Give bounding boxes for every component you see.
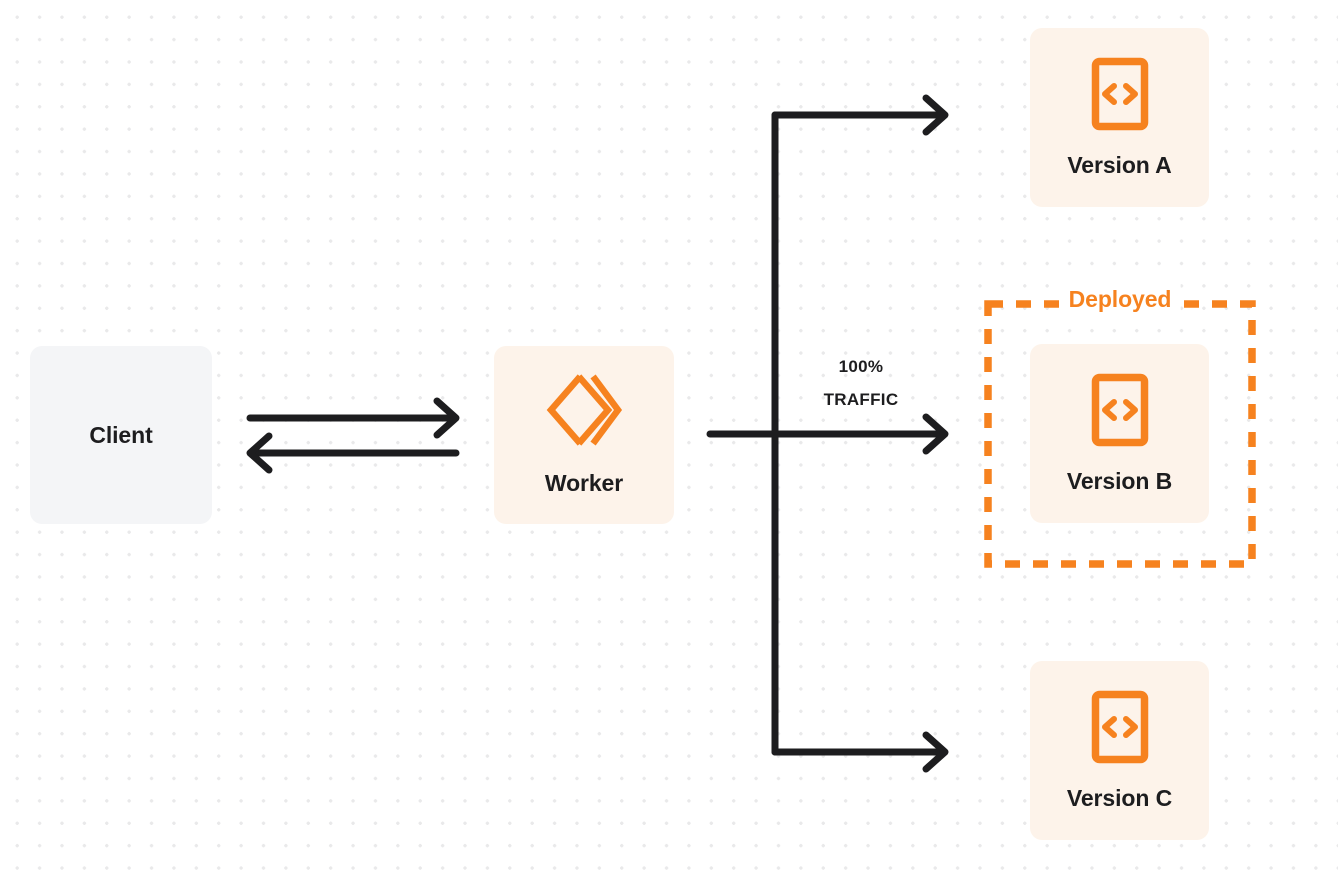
edge-worker-to-version-b — [706, 413, 949, 455]
code-file-icon — [1091, 690, 1149, 769]
version-b-label: Version B — [1066, 467, 1173, 494]
worker-label: Worker — [544, 470, 624, 496]
traffic-annotation: 100% TRAFFIC — [790, 350, 932, 416]
version-b-node[interactable]: Version B — [1030, 344, 1209, 523]
code-file-icon — [1091, 57, 1149, 136]
deployed-badge-label: Deployed — [1059, 284, 1181, 314]
client-node[interactable]: Client — [30, 346, 212, 524]
traffic-percent: 100% — [838, 357, 884, 376]
edge-worker-to-client — [246, 432, 460, 474]
edge-worker-to-version-a — [771, 94, 949, 136]
worker-node[interactable]: Worker — [494, 346, 674, 524]
cloudflare-workers-logo-icon — [545, 373, 623, 452]
version-c-node[interactable]: Version C — [1030, 661, 1209, 840]
edge-worker-to-version-c — [771, 731, 949, 773]
version-a-label: Version A — [1067, 151, 1172, 178]
code-file-icon — [1091, 373, 1149, 452]
client-label: Client — [89, 421, 153, 448]
version-a-node[interactable]: Version A — [1030, 28, 1209, 207]
edge-client-to-worker — [246, 397, 460, 439]
traffic-caption: TRAFFIC — [823, 390, 899, 410]
version-c-label: Version C — [1066, 784, 1173, 811]
